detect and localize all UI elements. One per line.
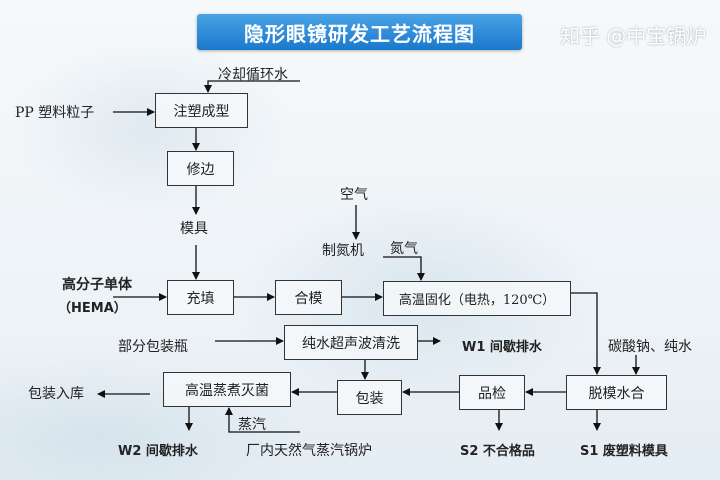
label-nitrogen-generator: 制氮机 <box>322 243 364 259</box>
step-mold-closing: 合模 <box>275 280 342 315</box>
label-w2-drain: W2 间歇排水 <box>118 444 198 459</box>
step-filling: 充填 <box>167 280 234 315</box>
label-nitrogen: 氮气 <box>390 241 418 257</box>
label-w1-drain: W1 间歇排水 <box>462 340 542 355</box>
label-storage: 包装入库 <box>28 386 84 402</box>
watermark: 知乎 @中宝锅炉 <box>560 24 707 48</box>
step-curing: 高温固化（电热，120℃） <box>383 281 571 316</box>
label-hema: （HEMA） <box>58 301 127 316</box>
step-packaging: 包装 <box>337 380 402 415</box>
step-inspection: 品检 <box>459 375 525 410</box>
step-trimming: 修边 <box>167 151 234 186</box>
label-s2-rejects: S2 不合格品 <box>460 444 535 459</box>
diagram-title: 隐形眼镜研发工艺流程图 <box>197 14 522 50</box>
label-bottles: 部分包装瓶 <box>118 339 188 355</box>
label-mold: 模具 <box>180 221 208 237</box>
step-demold-hydration: 脱模水合 <box>566 375 667 410</box>
step-ultrasonic-cleaning: 纯水超声波清洗 <box>284 325 418 360</box>
label-air: 空气 <box>340 187 368 203</box>
label-s1-waste-molds: S1 废塑料模具 <box>580 444 668 459</box>
label-boiler: 厂内天然气蒸汽锅炉 <box>246 443 372 459</box>
step-injection-molding: 注塑成型 <box>155 93 248 128</box>
label-pp-pellets: PP 塑料粒子 <box>15 105 95 121</box>
label-cooling-water: 冷却循环水 <box>218 67 288 83</box>
label-soda-water: 碳酸钠、纯水 <box>608 339 692 355</box>
label-monomer: 高分子单体 <box>62 277 132 293</box>
label-steam: 蒸汽 <box>238 417 266 433</box>
step-sterilization: 高温蒸煮灭菌 <box>163 372 291 407</box>
